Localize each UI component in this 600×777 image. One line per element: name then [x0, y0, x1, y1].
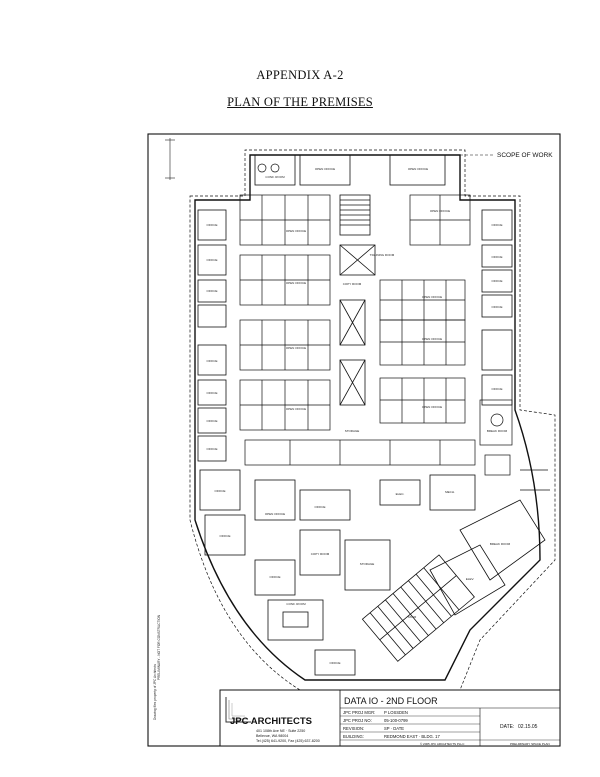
room-label: BREAK ROOM: [490, 542, 511, 546]
jpc-logo: [225, 697, 251, 723]
room-label: OPEN OFFICE: [430, 209, 450, 213]
room-label: OPEN OFFICE: [286, 229, 306, 233]
date-label: DATE:: [500, 724, 514, 730]
room-label: OFFICE: [315, 505, 326, 509]
appendix-heading: APPENDIX A-2: [256, 68, 344, 82]
plan-stamp: PRELIMINARY SPACE PLAN: [510, 742, 550, 746]
title-block: JPC ARCHITECTS 401 108th Ave NE · Suite …: [219, 689, 561, 747]
firm-address-2: Bellevue, WA 98004: [256, 734, 288, 738]
room-label: OPEN OFFICE: [408, 167, 428, 171]
proj-no-label: JPC PROJ NO:: [343, 718, 372, 723]
revision-value: SP · DATE: [384, 726, 404, 731]
room-label: ELEV.: [466, 577, 474, 581]
proj-mgr-value: P LOSSDEN: [384, 710, 408, 715]
room-labels: OFFICE OFFICE OFFICE OFFICE OFFICE OFFIC…: [207, 167, 511, 665]
floor-plan: [189, 149, 556, 691]
room-label: OFFICE: [207, 289, 218, 293]
room-label: OPEN OFFICE: [286, 407, 306, 411]
side-notes: PRELIMINARY - NOT FOR CONSTRUCTION Drawi…: [153, 138, 175, 720]
firm-name: JPC ARCHITECTS: [230, 716, 312, 727]
room-label: OFFICE: [220, 534, 231, 538]
room-label: STAIR: [408, 615, 417, 619]
room-label: OFFICE: [330, 661, 341, 665]
room-label: OFFICE: [207, 223, 218, 227]
room-label: STORAGE: [345, 429, 360, 433]
room-label: OFFICE: [207, 447, 218, 451]
side-note-2: Drawing files property of JPC Architects: [153, 664, 157, 720]
proj-mgr-label: JPC PROJ MGR:: [343, 710, 375, 715]
room-label: OFFICE: [207, 419, 218, 423]
scope-of-work-marker: SCOPE OF WORK: [460, 152, 553, 159]
room-label: OFFICE: [207, 391, 218, 395]
side-note-1: PRELIMINARY - NOT FOR CONSTRUCTION: [157, 614, 161, 680]
proj-no-value: 05-100-0799: [384, 718, 408, 723]
room-label: OFFICE: [492, 255, 503, 259]
revision-label: REVISION:: [343, 726, 364, 731]
room-label: OFFICE: [215, 489, 226, 493]
room-label: OFFICE: [492, 279, 503, 283]
room-label: OPEN OFFICE: [265, 512, 285, 516]
room-label: COPY ROOM: [311, 552, 330, 556]
room-label: OFFICE: [492, 387, 503, 391]
room-label: OPEN OFFICE: [286, 281, 306, 285]
room-label: STORAGE: [360, 562, 375, 566]
room-label: OFFICE: [270, 575, 281, 579]
date-value: 02.15.05: [518, 724, 538, 730]
room-label: OPEN OFFICE: [422, 295, 442, 299]
room-label: ELEC.: [396, 492, 405, 496]
room-label: OFFICE: [492, 223, 503, 227]
room-label: TRAINING ROOM: [370, 253, 395, 257]
room-label: CONF. ROOM: [265, 175, 285, 179]
firm-phone: Tel (425) 641-9200, Fax (425) 637-8200: [256, 739, 320, 743]
building-label: BUILDING:: [343, 734, 364, 739]
room-label: OFFICE: [207, 258, 218, 262]
room-label: BREAK ROOM: [487, 429, 508, 433]
room-label: MECH.: [445, 490, 455, 494]
project-title: DATA IO - 2ND FLOOR: [344, 696, 438, 706]
room-label: OFFICE: [492, 305, 503, 309]
copyright: © 2005 JPC ARCHITECTS PLLC: [420, 742, 465, 746]
room-label: OPEN OFFICE: [422, 405, 442, 409]
scope-of-work-label: SCOPE OF WORK: [497, 152, 553, 159]
building-value: REDMOND EAST · BLDG. 17: [384, 734, 440, 739]
room-label: OFFICE: [207, 359, 218, 363]
plan-title: PLAN OF THE PREMISES: [227, 95, 373, 109]
room-label: OPEN OFFICE: [422, 337, 442, 341]
room-label: COPY ROOM: [343, 282, 362, 286]
room-label: CONF. ROOM: [286, 602, 306, 606]
room-label: OPEN OFFICE: [286, 346, 306, 350]
room-label: OPEN OFFICE: [315, 167, 335, 171]
firm-address-1: 401 108th Ave NE · Suite 2250: [256, 729, 305, 733]
